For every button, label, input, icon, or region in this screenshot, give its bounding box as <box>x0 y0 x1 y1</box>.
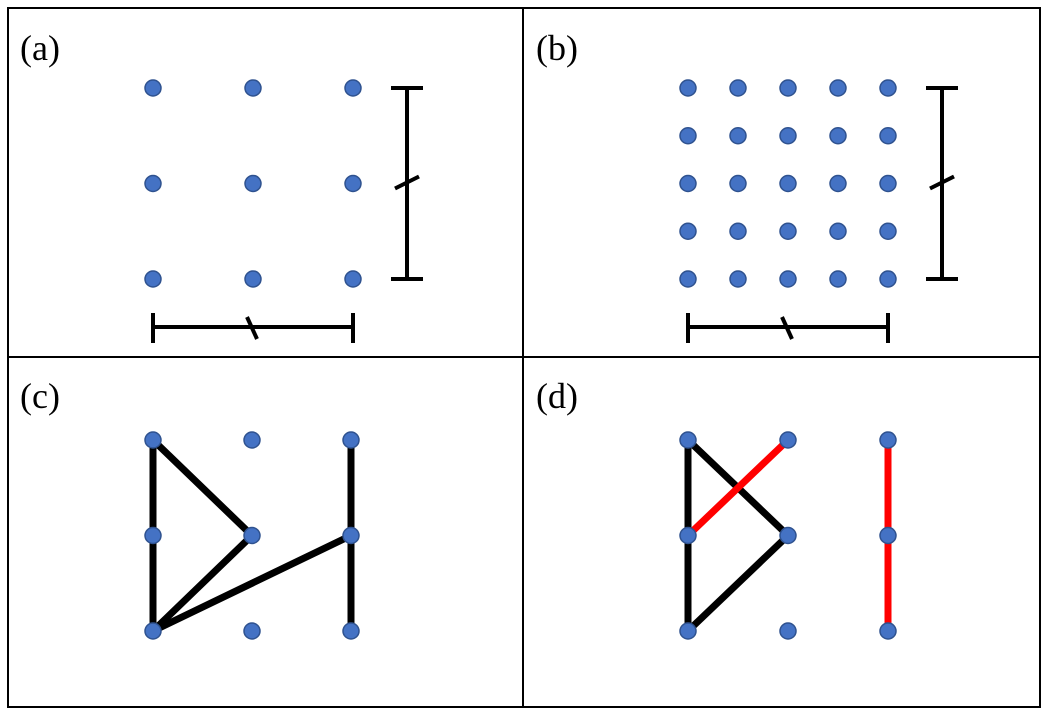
lattice-dot-4-1 <box>729 270 747 288</box>
lattice-dot-2-2 <box>779 174 797 193</box>
lattice-dot-1-0 <box>144 174 162 193</box>
lattice-dot-0-0 <box>679 79 697 97</box>
lattice-dot-1-3 <box>829 127 847 145</box>
panel-a-label: (a) <box>20 28 60 68</box>
vertical-scale-bar <box>926 86 958 281</box>
lattice-dot-1-2 <box>879 526 897 545</box>
horizontal-scale-bar <box>686 313 890 343</box>
horizontal-scale-bar <box>151 313 355 343</box>
edge-black-2 <box>149 532 256 635</box>
lattice-dot-0-0 <box>144 431 162 449</box>
lattice-dot-2-2 <box>879 622 897 640</box>
lattice-dot-1-2 <box>779 127 797 145</box>
lattice-dot-2-4 <box>879 174 897 193</box>
panel-c-label: (c) <box>20 376 60 416</box>
lattice-dot-0-1 <box>729 79 747 97</box>
lattice-dot-2-0 <box>679 622 697 640</box>
lattice-dot-2-3 <box>829 174 847 193</box>
lattice-dot-2-0 <box>679 174 697 193</box>
vertical-scale-bar <box>391 86 423 281</box>
lattice-dot-0-0 <box>144 79 162 97</box>
lattice-dot-2-2 <box>344 270 362 288</box>
lattice-dot-0-1 <box>244 79 262 97</box>
lattice-dot-2-0 <box>144 270 162 288</box>
lattice-dot-1-1 <box>779 526 797 545</box>
lattice-dot-3-2 <box>779 222 797 240</box>
panel-d <box>679 431 897 640</box>
lattice-dot-3-3 <box>829 222 847 240</box>
lattice-dot-2-1 <box>243 622 261 640</box>
lattice-dot-1-2 <box>344 174 362 193</box>
lattice-dot-2-0 <box>144 622 162 640</box>
lattice-dot-0-2 <box>342 431 360 449</box>
panel-b <box>679 79 958 343</box>
lattice-dot-1-1 <box>243 526 261 545</box>
lattice-dot-3-1 <box>729 222 747 240</box>
panel-c <box>144 431 360 640</box>
lattice-dot-1-1 <box>729 127 747 145</box>
vertical-bar-tick <box>929 174 955 191</box>
edge-black-3 <box>149 532 355 635</box>
lattice-dot-1-1 <box>244 174 262 193</box>
lattice-dot-2-1 <box>779 622 797 640</box>
panel-b-label: (b) <box>536 28 578 68</box>
edge-red-3 <box>684 436 792 539</box>
lattice-dot-4-3 <box>829 270 847 288</box>
panel-d-label: (d) <box>536 376 578 416</box>
lattice-dot-1-4 <box>879 127 897 145</box>
lattice-dot-0-2 <box>879 431 897 449</box>
lattice-dot-1-0 <box>679 127 697 145</box>
lattice-dot-0-0 <box>679 431 697 449</box>
lattice-dot-0-1 <box>243 431 261 449</box>
vertical-bar-tick <box>394 174 420 191</box>
lattice-dot-1-2 <box>342 526 360 545</box>
lattice-dot-3-4 <box>879 222 897 240</box>
lattice-dot-2-1 <box>244 270 262 288</box>
edge-black-1 <box>149 436 256 539</box>
panel-a <box>144 79 423 343</box>
lattice-dot-1-0 <box>144 526 162 545</box>
lattice-dot-0-3 <box>829 79 847 97</box>
edge-black-2 <box>684 532 792 635</box>
lattice-dot-4-2 <box>779 270 797 288</box>
lattice-dot-4-4 <box>879 270 897 288</box>
lattice-dot-4-0 <box>679 270 697 288</box>
horizontal-bar-tick <box>245 316 259 340</box>
lattice-dot-1-0 <box>679 526 697 545</box>
lattice-dot-3-0 <box>679 222 697 240</box>
lattice-dot-0-1 <box>779 431 797 449</box>
lattice-dot-2-2 <box>342 622 360 640</box>
lattice-dot-0-4 <box>879 79 897 97</box>
lattice-dot-0-2 <box>779 79 797 97</box>
lattice-dot-2-1 <box>729 174 747 193</box>
lattice-dot-0-2 <box>344 79 362 97</box>
horizontal-bar-tick <box>780 316 794 340</box>
